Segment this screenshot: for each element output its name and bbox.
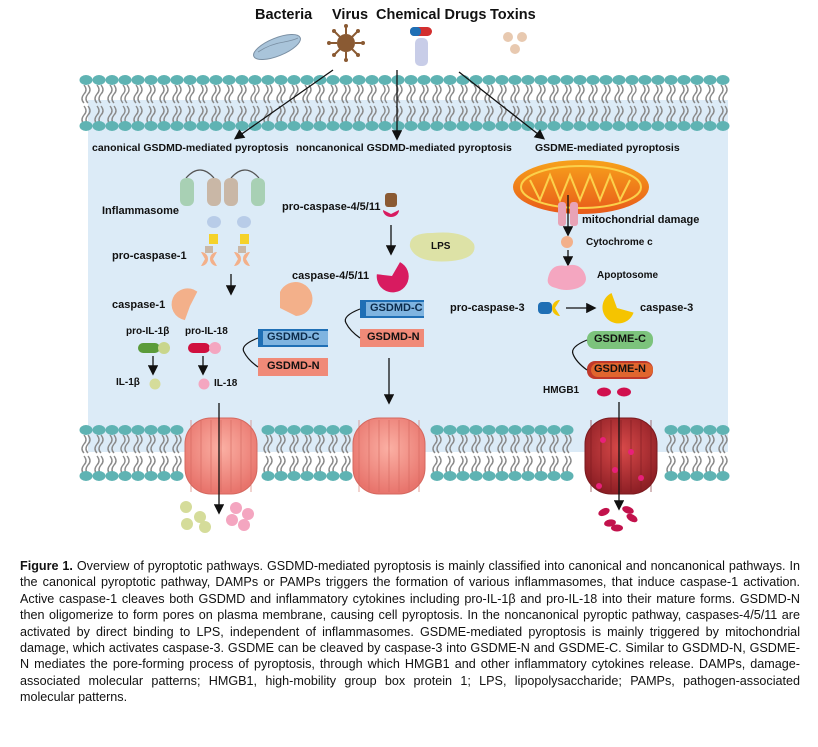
gsdm-pore (584, 417, 658, 495)
gsdmd-n-box-2 (360, 329, 424, 347)
toxins-icon (503, 32, 527, 54)
label-gsdmd-n-1: GSDMD-N (267, 360, 320, 372)
title-noncanonical: noncanonical GSDMD-mediated pyroptosis (296, 142, 512, 154)
label-apoptosome: Apoptosome (597, 270, 659, 281)
label-hmgb1: HMGB1 (543, 385, 580, 396)
gsdm-pore (184, 417, 258, 495)
gsdmd-linker-1 (242, 337, 259, 368)
caspase-3-icon (602, 292, 634, 324)
caspase-1-icon-2 (280, 282, 313, 316)
lps-blob (409, 232, 475, 262)
label-inflammasome: Inflammasome (102, 205, 180, 217)
label-gsdme-n: GSDME-N (594, 363, 646, 375)
figure-caption: Figure 1. Overview of pyroptotic pathway… (20, 558, 800, 706)
apoptosome-icon (547, 264, 586, 290)
label-virus: Virus (332, 7, 369, 23)
pro-il1b-icon (138, 342, 170, 354)
caption-text: Overview of pyroptotic pathways. GSDMD-m… (20, 559, 800, 705)
label-caspase-1: caspase-1 (112, 299, 166, 311)
label-pro-caspase-4511: pro-caspase-4/5/11 (282, 201, 381, 213)
gsdm-pore (352, 417, 426, 495)
il1b-dot (149, 378, 161, 390)
label-bacteria: Bacteria (255, 7, 313, 23)
pyroptosis-diagram: Bacteria Virus Chemical Drugs Toxins can… (79, 7, 730, 533)
label-chemical-drugs: Chemical Drugs (376, 7, 487, 23)
gsdme-c-box (587, 331, 653, 349)
label-caspase-4511: caspase-4/5/11 (292, 270, 370, 282)
pro-caspase-1-icon (201, 246, 250, 266)
pro-il18-icon (188, 342, 221, 354)
label-cytochrome-c: Cytochrome c (586, 237, 653, 248)
il18-dot (198, 378, 210, 390)
gsdme-linker (571, 339, 588, 371)
arrow-to-gsdme (458, 71, 546, 140)
label-il18: IL-18 (214, 378, 238, 389)
diagram-canvas (79, 24, 730, 533)
inflammasome-icon (180, 169, 265, 244)
label-gsdme-c: GSDME-C (594, 333, 646, 345)
gsdmd-linker-2 (344, 308, 361, 339)
label-lps: LPS (431, 241, 451, 252)
label-pro-il1b: pro-IL-1β (126, 326, 170, 337)
label-gsdmd-c-2: GSDMD-C (370, 302, 423, 314)
plasma-membrane-bottom (79, 425, 730, 481)
label-mitochondrial-damage: mitochondrial damage (582, 214, 700, 226)
caspase-1-icon (171, 288, 198, 321)
title-gsdme: GSDME-mediated pyroptosis (535, 142, 680, 154)
label-gsdmd-n-2: GSDMD-N (367, 331, 420, 343)
bacteria-icon (253, 33, 301, 61)
virus-icon (327, 24, 365, 62)
capsule-icon (410, 27, 432, 66)
mitochondrion-icon (513, 160, 649, 214)
released-il1b (180, 501, 211, 533)
arrow-to-canonical (233, 69, 334, 140)
caspase-4511-icon (376, 262, 409, 293)
mitochondrial-damage-icon (558, 202, 578, 226)
label-caspase-3: caspase-3 (640, 302, 694, 314)
released-il18 (226, 502, 254, 531)
caption-label: Figure 1. (20, 559, 73, 573)
hmgb1-icon (597, 387, 631, 397)
label-pro-caspase-1: pro-caspase-1 (112, 250, 187, 262)
title-canonical: canonical GSDMD-mediated pyroptosis (92, 142, 289, 154)
pro-caspase-3-icon (538, 300, 560, 316)
label-toxins: Toxins (490, 7, 536, 23)
label-gsdmd-c-1: GSDMD-C (267, 331, 320, 343)
gsdmd-n-box-1 (258, 358, 328, 376)
label-pro-caspase-3: pro-caspase-3 (450, 302, 525, 314)
cytochrome-c-dot (561, 236, 573, 248)
label-pro-il18: pro-IL-18 (185, 326, 228, 337)
released-hmgb1 (598, 506, 638, 532)
label-il1b: IL-1β (116, 377, 140, 388)
pro-caspase-4511-icon (383, 193, 399, 217)
